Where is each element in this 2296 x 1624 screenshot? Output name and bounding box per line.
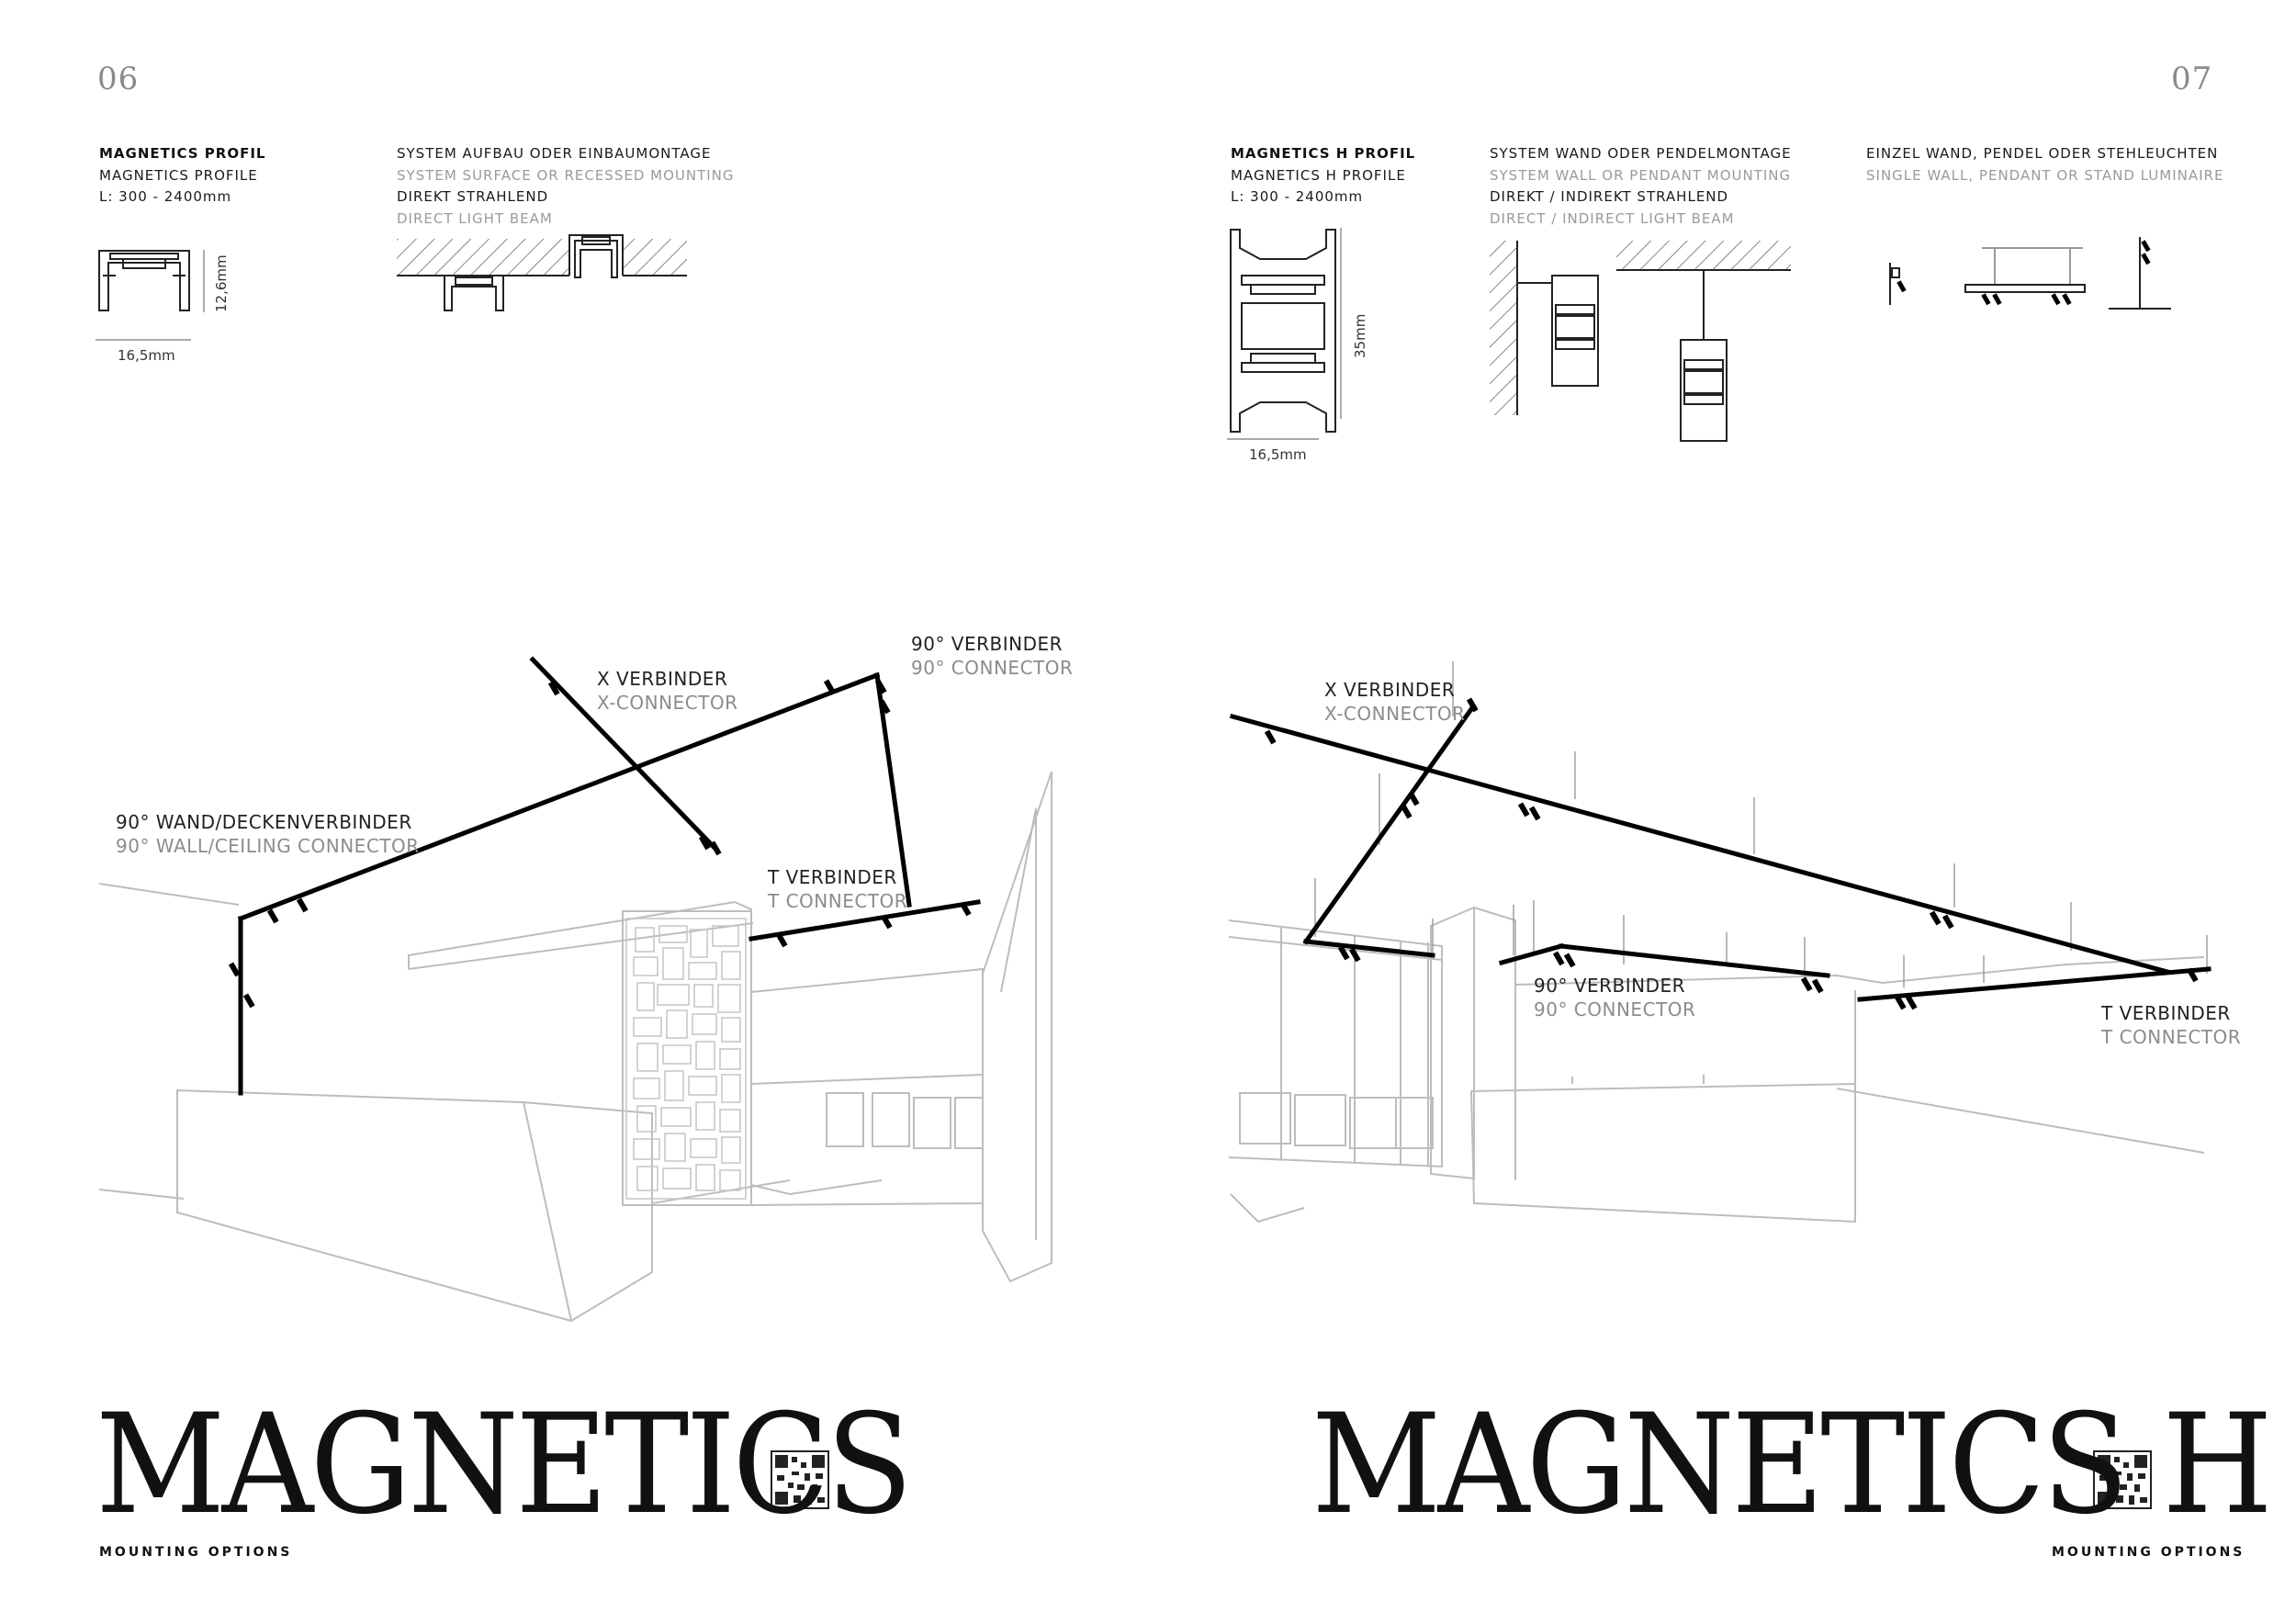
mounting-line-de: SYSTEM AUFBAU ODER EINBAUMONTAGE xyxy=(397,145,712,162)
mounting-spec-right: SYSTEM WAND ODER PENDELMONTAGE SYSTEM WA… xyxy=(1490,143,1792,230)
beam-line-de: DIREKT STRAHLEND xyxy=(397,188,549,205)
left-spotlights xyxy=(228,679,972,1009)
h-profile-height-dimension: 35mm xyxy=(1352,313,1368,358)
callout-x-connector-left: X VERBINDER X-CONNECTOR xyxy=(597,667,738,715)
wall-pendant-mounting-diagram xyxy=(1490,241,1791,442)
magnetics-h-profile-section xyxy=(1230,229,1336,433)
single-luminaire-spec: EINZEL WAND, PENDEL ODER STEHLEUCHTEN SI… xyxy=(1866,143,2223,186)
single-luminaire-spots xyxy=(1896,240,2151,306)
single-line-en: SINGLE WALL, PENDANT OR STAND LUMINAIRE xyxy=(1866,166,2224,184)
callout-label-de: 90° VERBINDER xyxy=(1534,975,1686,997)
callout-90-connector-left: 90° VERBINDER 90° CONNECTOR xyxy=(911,632,1073,680)
qr-code-right xyxy=(2093,1450,2152,1509)
profile-name-en: MAGNETICS H PROFILE xyxy=(1231,166,1406,184)
right-track-system xyxy=(1229,705,2212,1002)
callout-x-connector-right: X VERBINDER X-CONNECTOR xyxy=(1324,678,1466,726)
profile-length: L: 300 - 2400mm xyxy=(99,188,232,205)
profile-name-de: MAGNETICS PROFIL xyxy=(99,145,266,162)
callout-label-de: T VERBINDER xyxy=(2101,1002,2231,1024)
callout-label-en: 90° CONNECTOR xyxy=(911,657,1074,679)
qr-code-left xyxy=(771,1450,829,1509)
h-profile-dimension-lines xyxy=(1227,228,1342,440)
beam-line-en: DIRECT / INDIRECT LIGHT BEAM xyxy=(1490,209,1735,227)
callout-label-en: 90° CONNECTOR xyxy=(1534,998,1696,1021)
mounting-line-en: SYSTEM SURFACE OR RECESSED MOUNTING xyxy=(397,166,735,184)
left-room-sketch xyxy=(98,771,1052,1323)
profile-spec-left: MAGNETICS PROFIL MAGNETICS PROFILE L: 30… xyxy=(99,143,265,209)
callout-label-de: 90° WAND/DECKENVERBINDER xyxy=(116,811,412,833)
callout-label-en: X-CONNECTOR xyxy=(597,692,738,714)
callout-label-en: T CONNECTOR xyxy=(2101,1026,2242,1048)
profile-spec-right: MAGNETICS H PROFIL MAGNETICS H PROFILE L… xyxy=(1231,143,1415,209)
profile-name-de: MAGNETICS H PROFIL xyxy=(1231,145,1416,162)
page-number-left: 06 xyxy=(97,61,140,97)
footer-left: MOUNTING OPTIONS xyxy=(99,1545,293,1560)
right-pendant-wires xyxy=(1314,661,2208,987)
callout-label-de: X VERBINDER xyxy=(1324,679,1456,701)
mounting-line-en: SYSTEM WALL OR PENDANT MOUNTING xyxy=(1490,166,1792,184)
callout-wall-ceiling-connector: 90° WAND/DECKENVERBINDER 90° WALL/CEILIN… xyxy=(116,810,420,858)
single-luminaires-diagram xyxy=(1889,237,2171,310)
profile-name-en: MAGNETICS PROFILE xyxy=(99,166,258,184)
title-left: MAGNETICS xyxy=(96,1385,913,1545)
profile-width-dimension: 16,5mm xyxy=(118,347,175,364)
surface-recessed-mounting-diagram xyxy=(397,234,687,311)
callout-label-en: 90° WALL/CEILING CONNECTOR xyxy=(116,835,420,857)
decorative-screen xyxy=(625,918,747,1200)
h-profile-width-dimension: 16,5mm xyxy=(1249,446,1307,463)
mounting-spec-left: SYSTEM AUFBAU ODER EINBAUMONTAGE SYSTEM … xyxy=(397,143,735,230)
magnetics-profile-section xyxy=(98,250,190,311)
title-right: MAGNETICS H xyxy=(1311,1385,2273,1545)
footer-right: MOUNTING OPTIONS xyxy=(2052,1545,2245,1560)
profile-length: L: 300 - 2400mm xyxy=(1231,188,1364,205)
beam-line-de: DIREKT / INDIREKT STRAHLEND xyxy=(1490,188,1729,205)
right-spotlights xyxy=(1264,697,2199,1010)
callout-label-de: X VERBINDER xyxy=(597,668,728,690)
callout-t-connector-left: T VERBINDER T CONNECTOR xyxy=(768,865,907,913)
profile-dimension-lines xyxy=(96,250,205,341)
mounting-line-de: SYSTEM WAND ODER PENDELMONTAGE xyxy=(1490,145,1792,162)
callout-label-en: T CONNECTOR xyxy=(768,890,908,912)
left-track-system xyxy=(237,656,981,1096)
callout-label-de: 90° VERBINDER xyxy=(911,633,1064,655)
callout-t-connector-right: T VERBINDER T CONNECTOR xyxy=(2101,1001,2241,1049)
callout-label-en: X-CONNECTOR xyxy=(1324,703,1466,725)
callout-90-connector-right: 90° VERBINDER 90° CONNECTOR xyxy=(1534,974,1695,1021)
single-line-de: EINZEL WAND, PENDEL ODER STEHLEUCHTEN xyxy=(1866,145,2219,162)
callout-label-de: T VERBINDER xyxy=(768,866,897,888)
profile-height-dimension: 12,6mm xyxy=(213,254,230,312)
page-number-right: 07 xyxy=(2171,61,2213,97)
beam-line-en: DIRECT LIGHT BEAM xyxy=(397,209,553,227)
right-room-sketch xyxy=(1228,906,2205,1224)
